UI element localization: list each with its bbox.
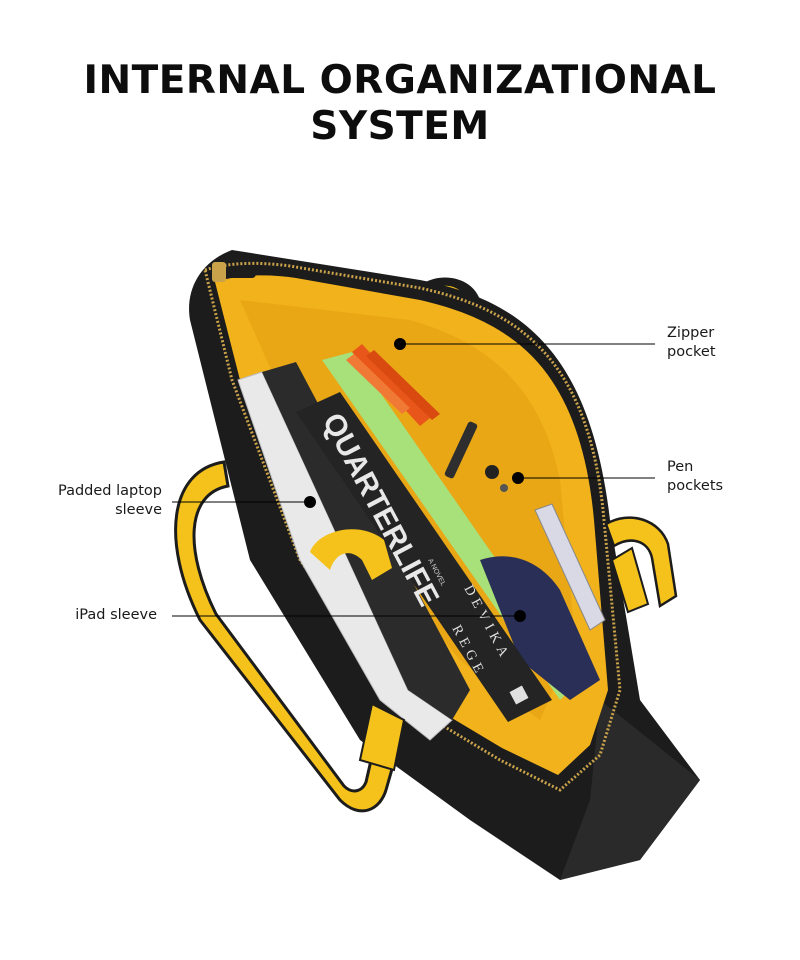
label-ipad-sleeve: iPad sleeve bbox=[75, 606, 157, 625]
callout-ipad-sleeve bbox=[172, 610, 526, 622]
label-line: Zipper bbox=[667, 325, 715, 341]
right-handle bbox=[604, 516, 678, 609]
page-title-line-2: SYSTEM bbox=[310, 104, 490, 149]
pencils bbox=[346, 344, 440, 426]
label-line: iPad sleeve bbox=[75, 607, 157, 623]
label-padded-laptop-sleeve: Padded laptop sleeve bbox=[58, 482, 162, 520]
phone-in-pocket bbox=[534, 503, 606, 631]
book-publisher-logo bbox=[509, 685, 529, 705]
label-pen-pockets: Pen pockets bbox=[667, 458, 723, 496]
label-zipper-pocket: Zipper pocket bbox=[667, 324, 716, 362]
right-handle-tab bbox=[610, 546, 650, 614]
callout-zipper-pocket bbox=[394, 338, 655, 350]
label-line: sleeve bbox=[115, 502, 162, 518]
label-line: Padded laptop bbox=[58, 483, 162, 499]
book-cover bbox=[296, 392, 552, 722]
front-handle-tab bbox=[358, 702, 406, 772]
page-title: INTERNAL ORGANIZATIONAL SYSTEM bbox=[0, 58, 800, 150]
label-line: Pen bbox=[667, 459, 694, 475]
callout-laptop-sleeve bbox=[172, 496, 316, 508]
label-line: pocket bbox=[667, 344, 716, 360]
zipper-pull bbox=[212, 262, 256, 282]
sleeve-strap bbox=[310, 529, 392, 580]
callout-pen-pockets bbox=[512, 472, 655, 484]
bag-side-panel bbox=[560, 700, 700, 880]
label-line: pockets bbox=[667, 478, 724, 494]
page-title-line-1: INTERNAL ORGANIZATIONAL bbox=[83, 58, 717, 103]
navy-pouch bbox=[480, 556, 600, 700]
pen-pocket-items bbox=[444, 421, 508, 492]
